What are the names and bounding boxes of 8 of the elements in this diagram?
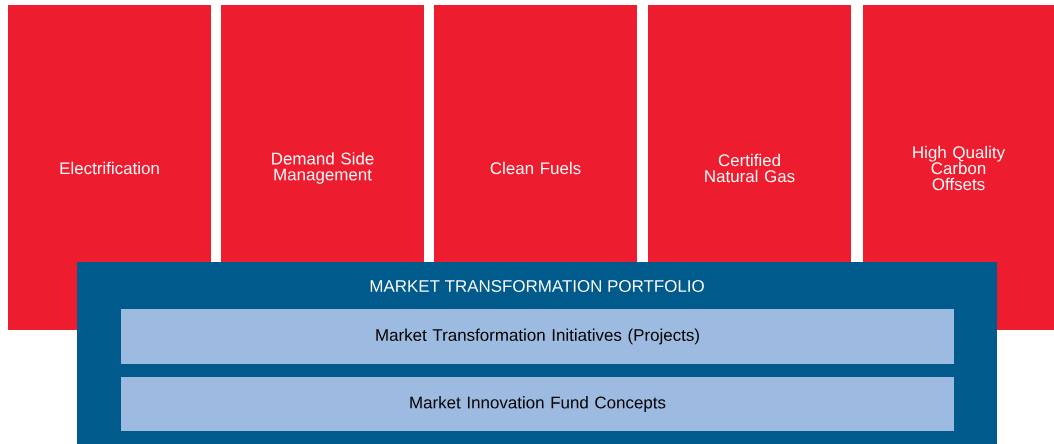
pillar-box: Electrification	[8, 5, 211, 262]
pillar-box: Certified Natural Gas	[648, 5, 851, 262]
pillar-box: Clean Fuels	[434, 5, 637, 262]
initiative-bar: Market Transformation Initiatives (Projects)	[121, 309, 954, 364]
initiative-bar: Market Innovation Fund Concepts	[121, 377, 954, 431]
panel-heading: MARKET TRANSFORMATION PORTFOLIO	[370, 280, 704, 292]
pillar-box: Demand Side Management	[221, 5, 424, 262]
pillar-box: High Quality Carbon Offsets	[863, 5, 1054, 262]
